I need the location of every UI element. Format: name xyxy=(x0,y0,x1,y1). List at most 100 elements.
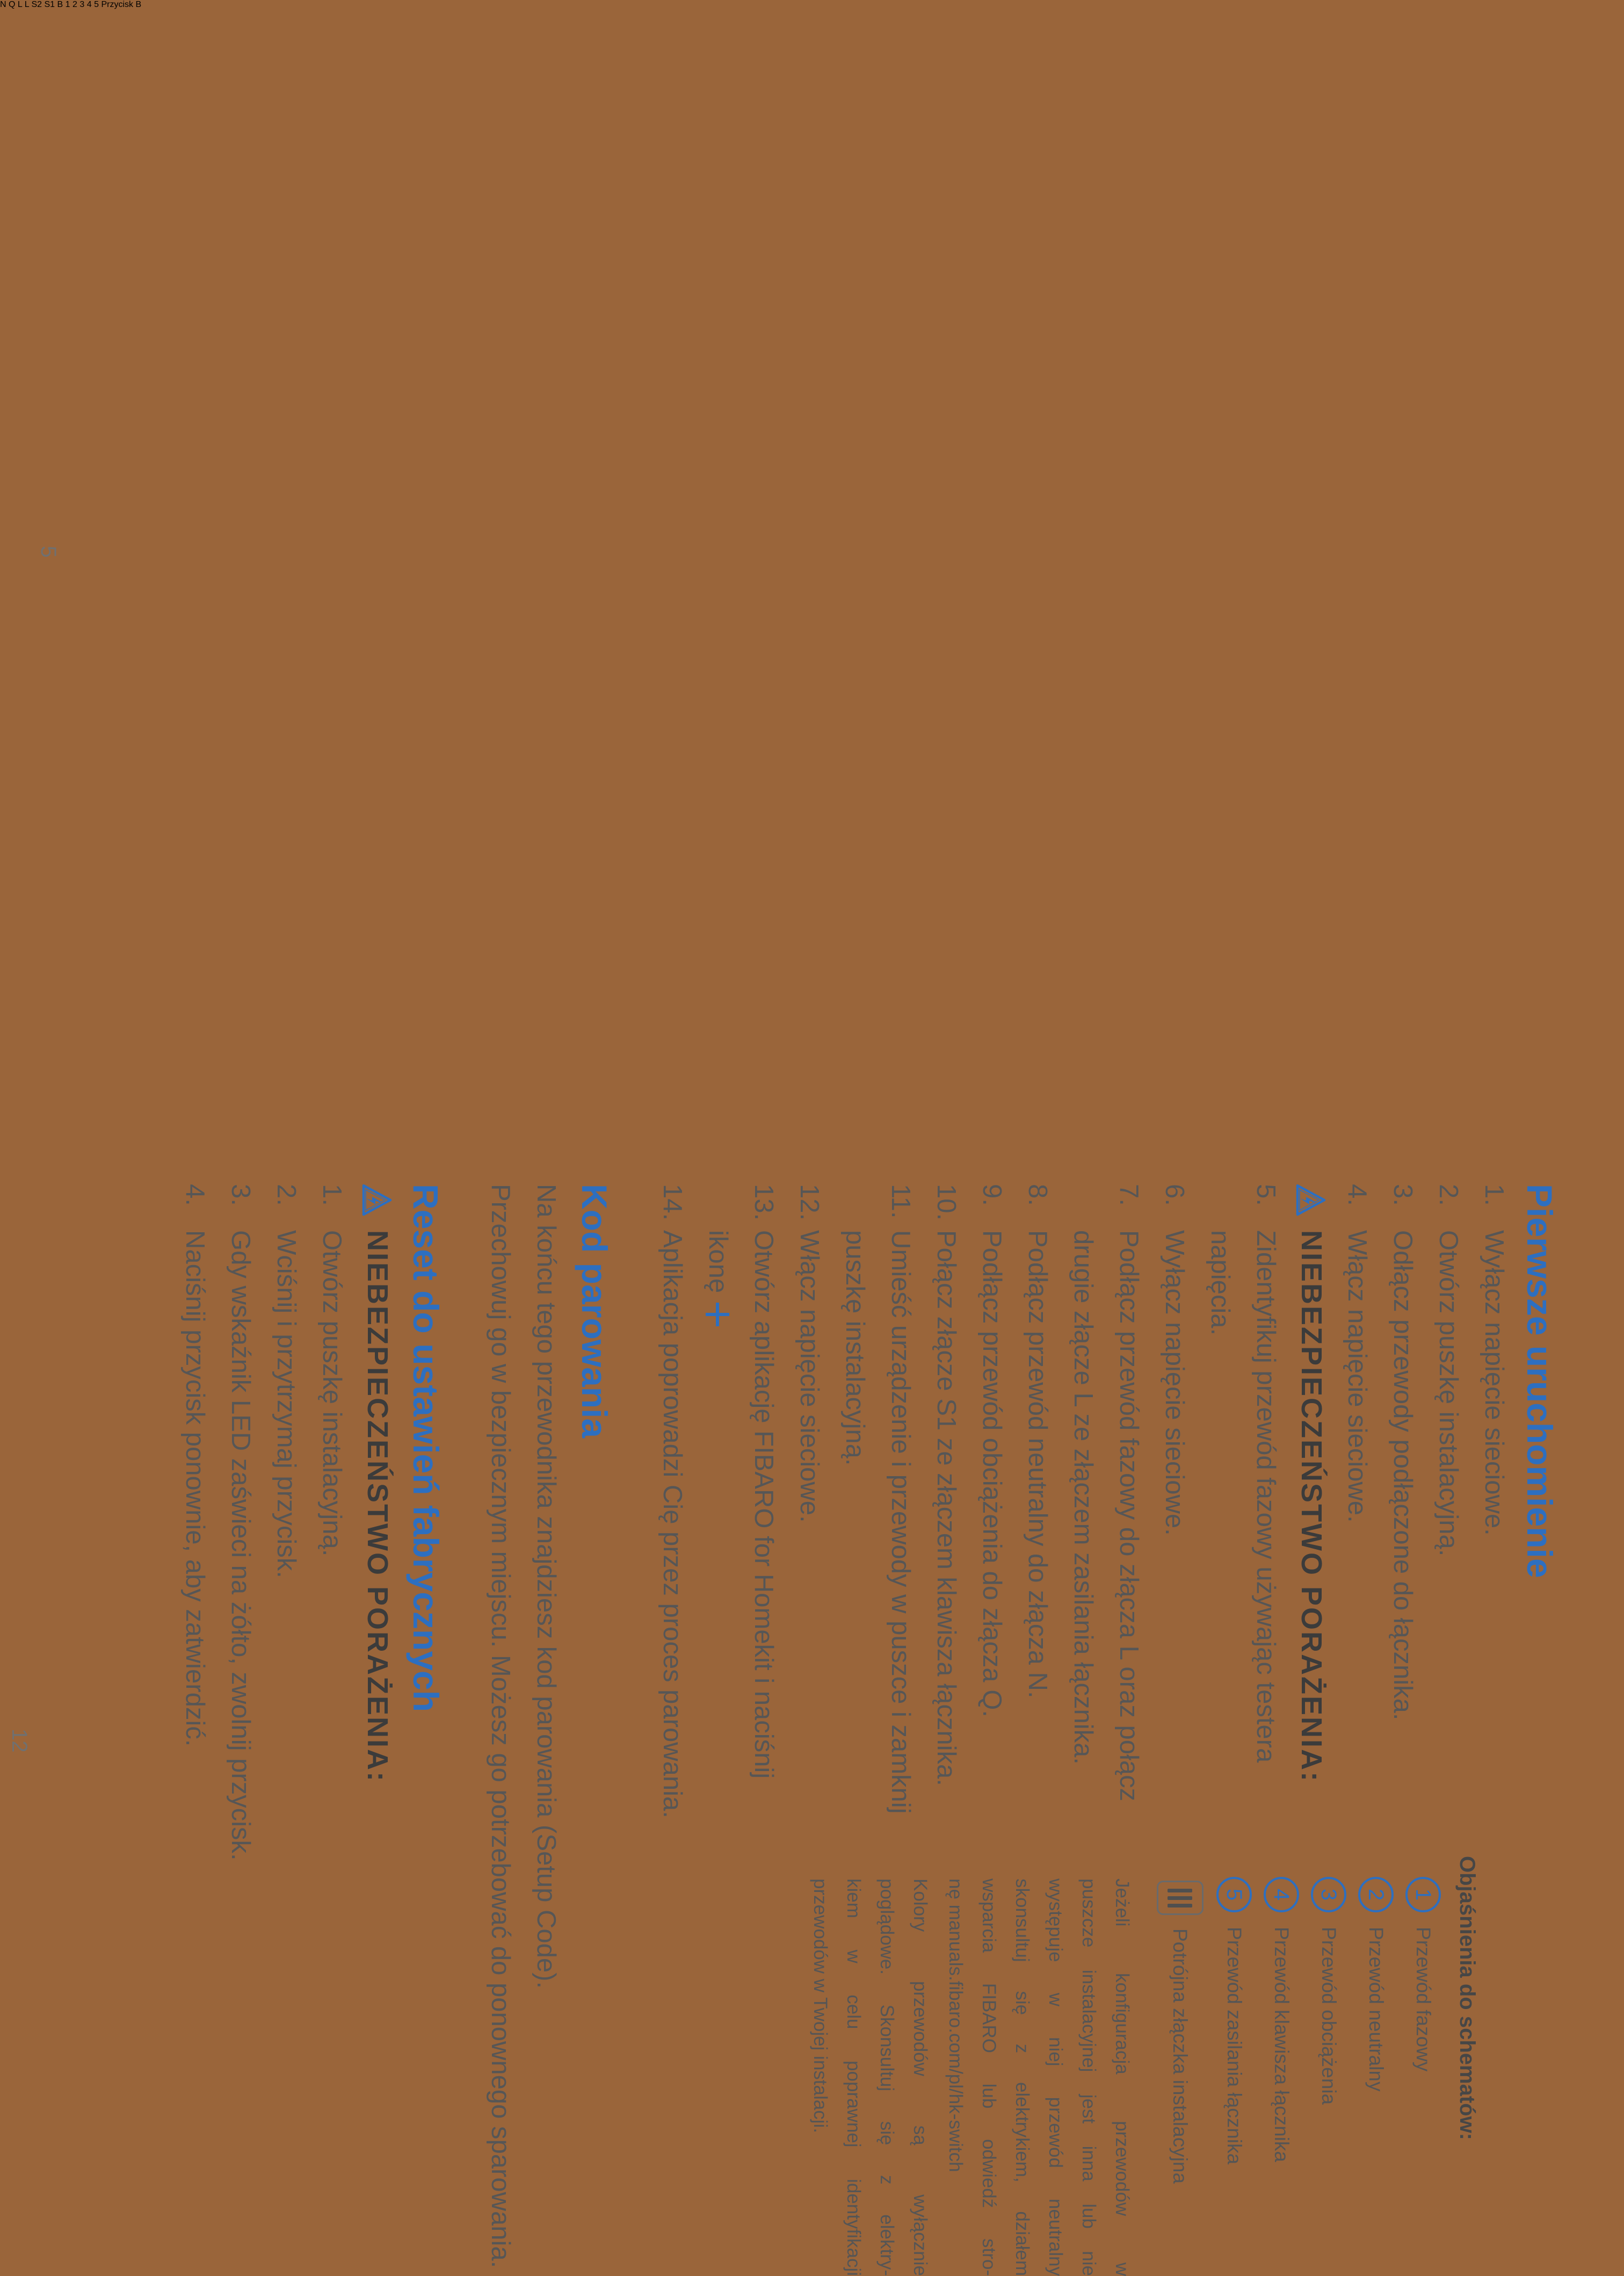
step-number: 1. xyxy=(317,1184,346,1206)
factory-reset-title: Reset do ustawień fabrycznych xyxy=(406,1184,446,1712)
page-number-left: 5 xyxy=(37,546,60,558)
warning-text: NIEBEZPIECZEŃSTWO PORAŻENIA: xyxy=(1295,1230,1328,1783)
step-number: 14. xyxy=(658,1184,687,1221)
step-item: 9. Podłącz przewód obciążenia do złącza Q… xyxy=(969,1184,1014,1818)
step-item: 6.Wyłącz napięcie sieciowe. xyxy=(1151,1184,1197,1818)
legend-label: Przewód neutralny xyxy=(1365,1927,1387,2092)
step-text: ikonę xyxy=(704,1230,733,1294)
book-spine-shadow: N Q L L S2 S1 B 1 2 3 4 5 Przycisk xyxy=(0,0,1560,2276)
pairing-code-section: Kod parowania Na końcu tego przewodnika … xyxy=(477,1184,620,2268)
legend-note-line: puszcze instalacyjnej jest inna lub nie xyxy=(1078,1878,1099,2276)
terminal-label-q: Q xyxy=(9,0,16,9)
booklet-photo-scene: N Q L L S2 S1 B 1 2 3 4 5 Przycisk xyxy=(0,0,1560,2276)
marker-2-icon: 2 xyxy=(1358,1877,1394,1912)
pairing-code-text: Przechowuj go w bezpiecznym miejscu. Moż… xyxy=(486,1184,515,2268)
page-right-paper: N Q L L S2 S1 B 1 2 3 4 5 Przycisk xyxy=(0,0,1560,2276)
legend-note-line: poglądowe. Skonsultuj się z elektry- xyxy=(876,1878,897,2276)
reset-step-item: 3.Gdy wskaźnik LED zaświeci na żółto, zw… xyxy=(218,1184,263,1861)
legend-title: Objaśnienia do schematów: xyxy=(1455,1856,1479,2141)
legend-label: Przewód zasilania łącznika xyxy=(1223,1927,1245,2165)
step-number: 12. xyxy=(795,1184,824,1221)
step-text: Włącz napięcie sieciowe. xyxy=(795,1230,824,1523)
step-text-continued: puszkę instalacyjną. xyxy=(840,1230,869,1466)
marker-5-icon: 5 xyxy=(1216,1877,1252,1912)
module-outline-small: B xyxy=(135,0,141,9)
legend-note-line: nę manuals.fibaro.com/pl/hk-switch xyxy=(945,1878,966,2172)
button-callout-label: Przycisk xyxy=(101,0,133,9)
marker-4-icon: 4 xyxy=(1264,1877,1299,1912)
step-item: 5. Zidentyfikuj przewód fazowy używając t… xyxy=(1243,1184,1288,1818)
step-item: 11. Umieść urządzenie i przewody w puszce… xyxy=(878,1184,923,1818)
step-text: Umieść urządzenie i przewody w puszce i … xyxy=(886,1230,915,1814)
underlying-page-strip: N Q L L S2 S1 B 1 2 3 4 5 Przycisk xyxy=(0,0,1560,2276)
button-callout-leader: B xyxy=(135,0,141,9)
legend-note-line: Jeżeli konfiguracja przewodów w xyxy=(1112,1878,1133,2276)
step-text: Gdy wskaźnik LED zaświeci na żółto, zwol… xyxy=(226,1230,255,1861)
step-number: 13. xyxy=(749,1184,778,1221)
legend-note-line: skonsultuj się z elektrykiem, działem xyxy=(1012,1878,1033,2276)
terminal-label-s2: S2 xyxy=(31,0,42,9)
electric-shock-warning-icon xyxy=(1296,1184,1326,1216)
step-text: Naciśnij przycisk ponownie, aby zatwierd… xyxy=(180,1230,209,1747)
step-text: Otwórz aplikację FIBARO for Homekit i na… xyxy=(749,1230,778,1779)
module-button-label: B xyxy=(57,0,63,9)
step-number: 5. xyxy=(1251,1184,1280,1206)
step-text: Aplikacja poprowadzi Cię przez proces pa… xyxy=(658,1230,687,1818)
reset-step-item: 1. Otwórz puszkę instalacyjną. xyxy=(309,1184,354,1861)
rotated-text-layer: 5 12 Pierwsze uruchomienie 1. Wyłącz napi… xyxy=(0,0,1624,2166)
step-number: 8. xyxy=(1023,1184,1052,1206)
step-number: 10. xyxy=(932,1184,961,1221)
legend-note-line: kiem w celu poprawnej identyfikacji xyxy=(843,1878,864,2276)
legend-note-line: wsparcia FIBARO lub odwiedź stro- xyxy=(978,1878,999,2276)
reset-step-item: 2.Wciśnij i przytrzymaj przycisk. xyxy=(263,1184,309,1861)
step-text-continued: ikonę xyxy=(695,1184,741,1818)
step-text: Otwórz puszkę instalacyjną. xyxy=(317,1230,346,1557)
step-number: 11. xyxy=(886,1184,915,1219)
terminal-labels: N Q L L S2 S1 B xyxy=(0,0,66,9)
first-start-title: Pierwsze uruchomienie xyxy=(1520,1184,1560,1578)
step-number: 3. xyxy=(1388,1184,1417,1206)
step-text-continued: drugie złącze L ze złączem zasilania łąc… xyxy=(1069,1230,1098,1765)
plus-icon xyxy=(706,1303,730,1326)
marker-1-icon: 1 xyxy=(1405,1877,1441,1912)
page-number-right: 12 xyxy=(8,1729,31,1753)
wire-markers: 1 2 3 4 5 xyxy=(66,0,102,9)
step-item: 13. Otwórz aplikację FIBARO for Homekit i… xyxy=(741,1184,786,1818)
step-text: Podłącz przewód obciążenia do złącza Q. xyxy=(977,1230,1006,1718)
terminal-label-s1: S1 xyxy=(44,0,55,9)
electric-shock-warning-icon xyxy=(363,1184,392,1216)
step-item: 8. Podłącz przewód neutralny do złącza N. xyxy=(1014,1184,1060,1818)
step-text: Zidentyfikuj przewód fazowy używając tes… xyxy=(1251,1230,1280,1763)
page-left-paper: N Q L L S2 S1 B 1 2 3 4 5 Przycisk xyxy=(0,0,1560,2276)
marker-switch-key-icon: 4 xyxy=(86,0,92,9)
book-spine-line: N Q L L S2 S1 B 1 2 3 4 5 Przycisk xyxy=(0,0,1560,2276)
wood-table: N Q L L S2 S1 B 1 2 3 4 5 Przycisk xyxy=(0,0,1560,2276)
step-number: 6. xyxy=(1160,1184,1189,1206)
pairing-code-title: Kod parowania xyxy=(575,1184,614,1439)
step-item: 12. Włącz napięcie sieciowe. xyxy=(786,1184,832,1818)
step-item: 2.Otwórz puszkę instalacyjną. xyxy=(1425,1184,1471,1818)
legend-label: Potrójna złączka instalacyjna xyxy=(1169,1928,1191,2184)
step-number: 1. xyxy=(1480,1184,1509,1206)
step-item: 1. Wyłącz napięcie sieciowe. xyxy=(1471,1184,1517,1818)
triple-connector-icon xyxy=(1157,1881,1204,1915)
legend-label: Przewód fazowy xyxy=(1412,1927,1434,2072)
terminal-label-n: N xyxy=(0,0,6,9)
marker-switch-supply-icon: 5 xyxy=(94,0,99,9)
button-location-diagram: Przycisk B xyxy=(101,0,141,9)
terminal-label-l1: L xyxy=(17,0,23,9)
step-item: 3.Odłącz przewody podłączone do łącznika… xyxy=(1380,1184,1425,1818)
step-text: Wyłącz napięcie sieciowe. xyxy=(1480,1230,1509,1536)
legend-label: Przewód klawisza łącznika xyxy=(1271,1927,1293,2163)
step-text: Podłącz przewód neutralny do złącza N. xyxy=(1023,1230,1052,1699)
small-module-button-label: B xyxy=(135,0,142,9)
step-number: 7. xyxy=(1114,1184,1143,1206)
step-number: 9. xyxy=(977,1184,1006,1206)
step-text: Połącz złącze S1 ze złączem klawisza łąc… xyxy=(932,1230,961,1786)
legend-note-line: przewodów w Twojej instalacji. xyxy=(810,1878,831,2134)
step-text: Podłącz przewód fazowy do złącza L oraz … xyxy=(1114,1230,1143,1802)
